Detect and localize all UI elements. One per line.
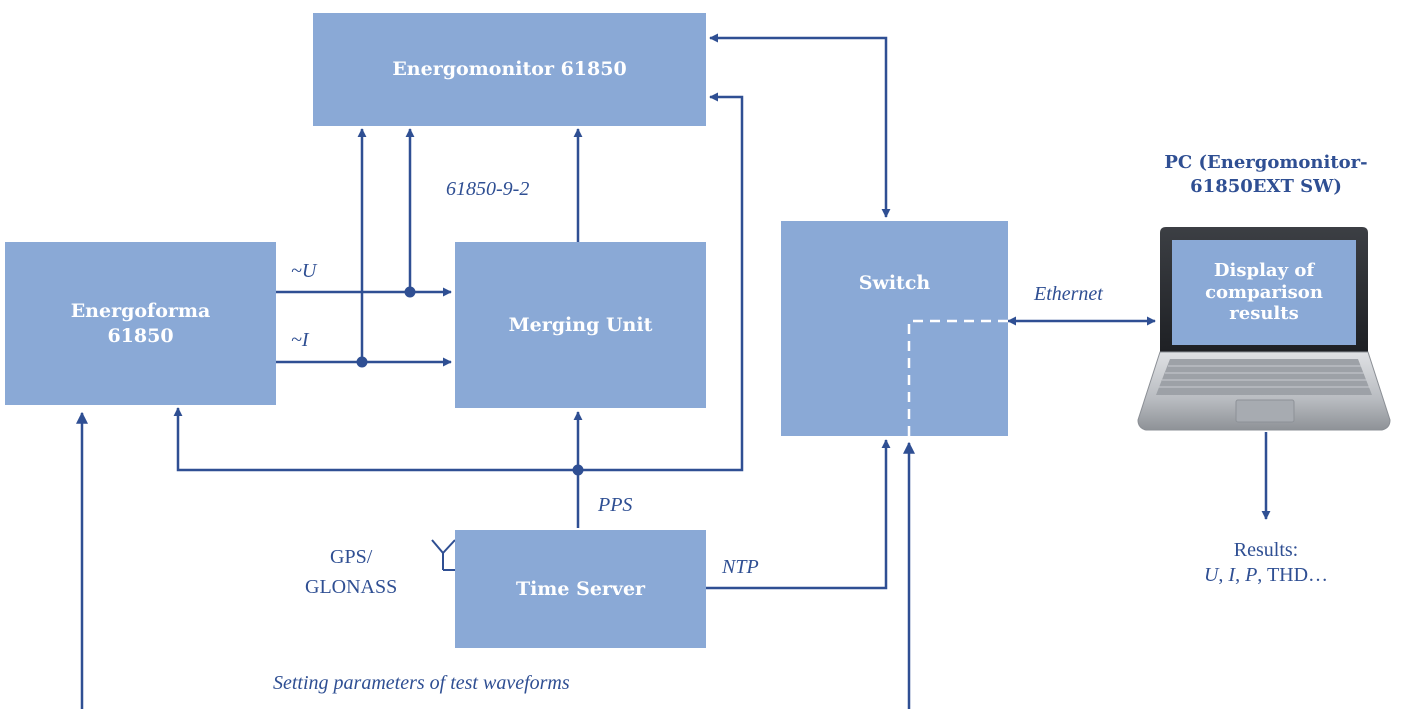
voltage-signal-label: ~U — [291, 260, 317, 282]
pc-screen-text: Display of comparison results — [1172, 240, 1356, 345]
energomonitor-switch-link — [709, 33, 891, 218]
pc-title-line1: PC (Energomonitor- — [1164, 152, 1368, 173]
results-thd: THD… — [1266, 564, 1329, 586]
pc-screen-line2: comparison — [1205, 281, 1323, 303]
energoforma-label-line1: Energoforma — [70, 299, 211, 322]
pc-title-line2: 61850EXT SW) — [1190, 176, 1342, 198]
pc-screen-line1: Display of — [1213, 260, 1315, 282]
current-signal-label: ~I — [291, 329, 309, 351]
time-server-label: Time Server — [515, 577, 646, 600]
energoforma-label-line2: 61850 — [107, 324, 174, 347]
energoforma-block: Energoforma 61850 — [5, 242, 276, 405]
junction-dot — [572, 464, 584, 476]
pc-title: PC (Energomonitor- 61850EXT SW) — [1130, 151, 1402, 200]
merging-unit-label: Merging Unit — [508, 313, 653, 336]
results-label: Results: — [1233, 539, 1299, 561]
pc-screen-line3: results — [1229, 303, 1299, 325]
ntp-line — [706, 439, 891, 590]
ethernet-label: Ethernet — [1034, 283, 1103, 305]
gps-label-line1: GPS/ — [330, 546, 373, 568]
energomonitor-label: Energomonitor 61850 — [392, 58, 627, 81]
bottom-caption: Setting parameters of test waveforms — [273, 672, 570, 694]
results-i: I — [1228, 564, 1236, 586]
switch-label: Switch — [858, 272, 931, 294]
gps-label-line2: GLONASS — [305, 576, 398, 598]
junction-dot — [404, 286, 416, 298]
merging-unit-block: Merging Unit — [455, 242, 706, 408]
energomonitor-block: Energomonitor 61850 — [313, 13, 706, 126]
time-server-block: Time Server — [455, 530, 706, 648]
switch-block: Switch — [781, 221, 1008, 436]
pps-label: PPS — [598, 494, 633, 516]
results-text: Results: U, I, P, THD… — [1160, 538, 1372, 588]
junction-dot — [356, 356, 368, 368]
results-p: P — [1245, 564, 1258, 586]
ntp-label: NTP — [722, 556, 759, 578]
sv-protocol-label: 61850-9-2 — [446, 178, 530, 200]
pps-bus-energoforma — [173, 407, 578, 472]
results-quantities: U, I, P, THD… — [1203, 564, 1329, 586]
results-u: U — [1203, 564, 1219, 586]
